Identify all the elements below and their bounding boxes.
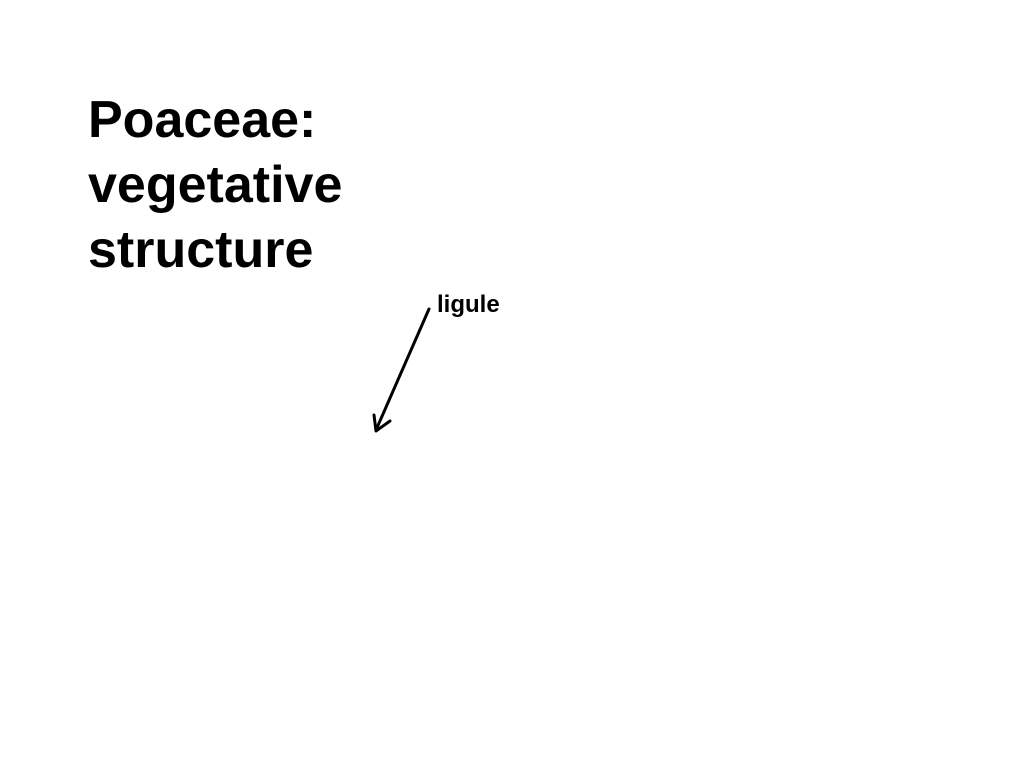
title-line-1: Poaceae: bbox=[88, 91, 317, 149]
ligule-label: ligule bbox=[437, 291, 500, 318]
title-line-3: structure bbox=[88, 221, 314, 279]
arrow-head bbox=[372, 413, 392, 433]
slide-title: Poaceae: vegetative structure bbox=[88, 88, 448, 283]
arrow-shaft bbox=[374, 307, 431, 432]
title-line-2: vegetative bbox=[88, 156, 343, 214]
